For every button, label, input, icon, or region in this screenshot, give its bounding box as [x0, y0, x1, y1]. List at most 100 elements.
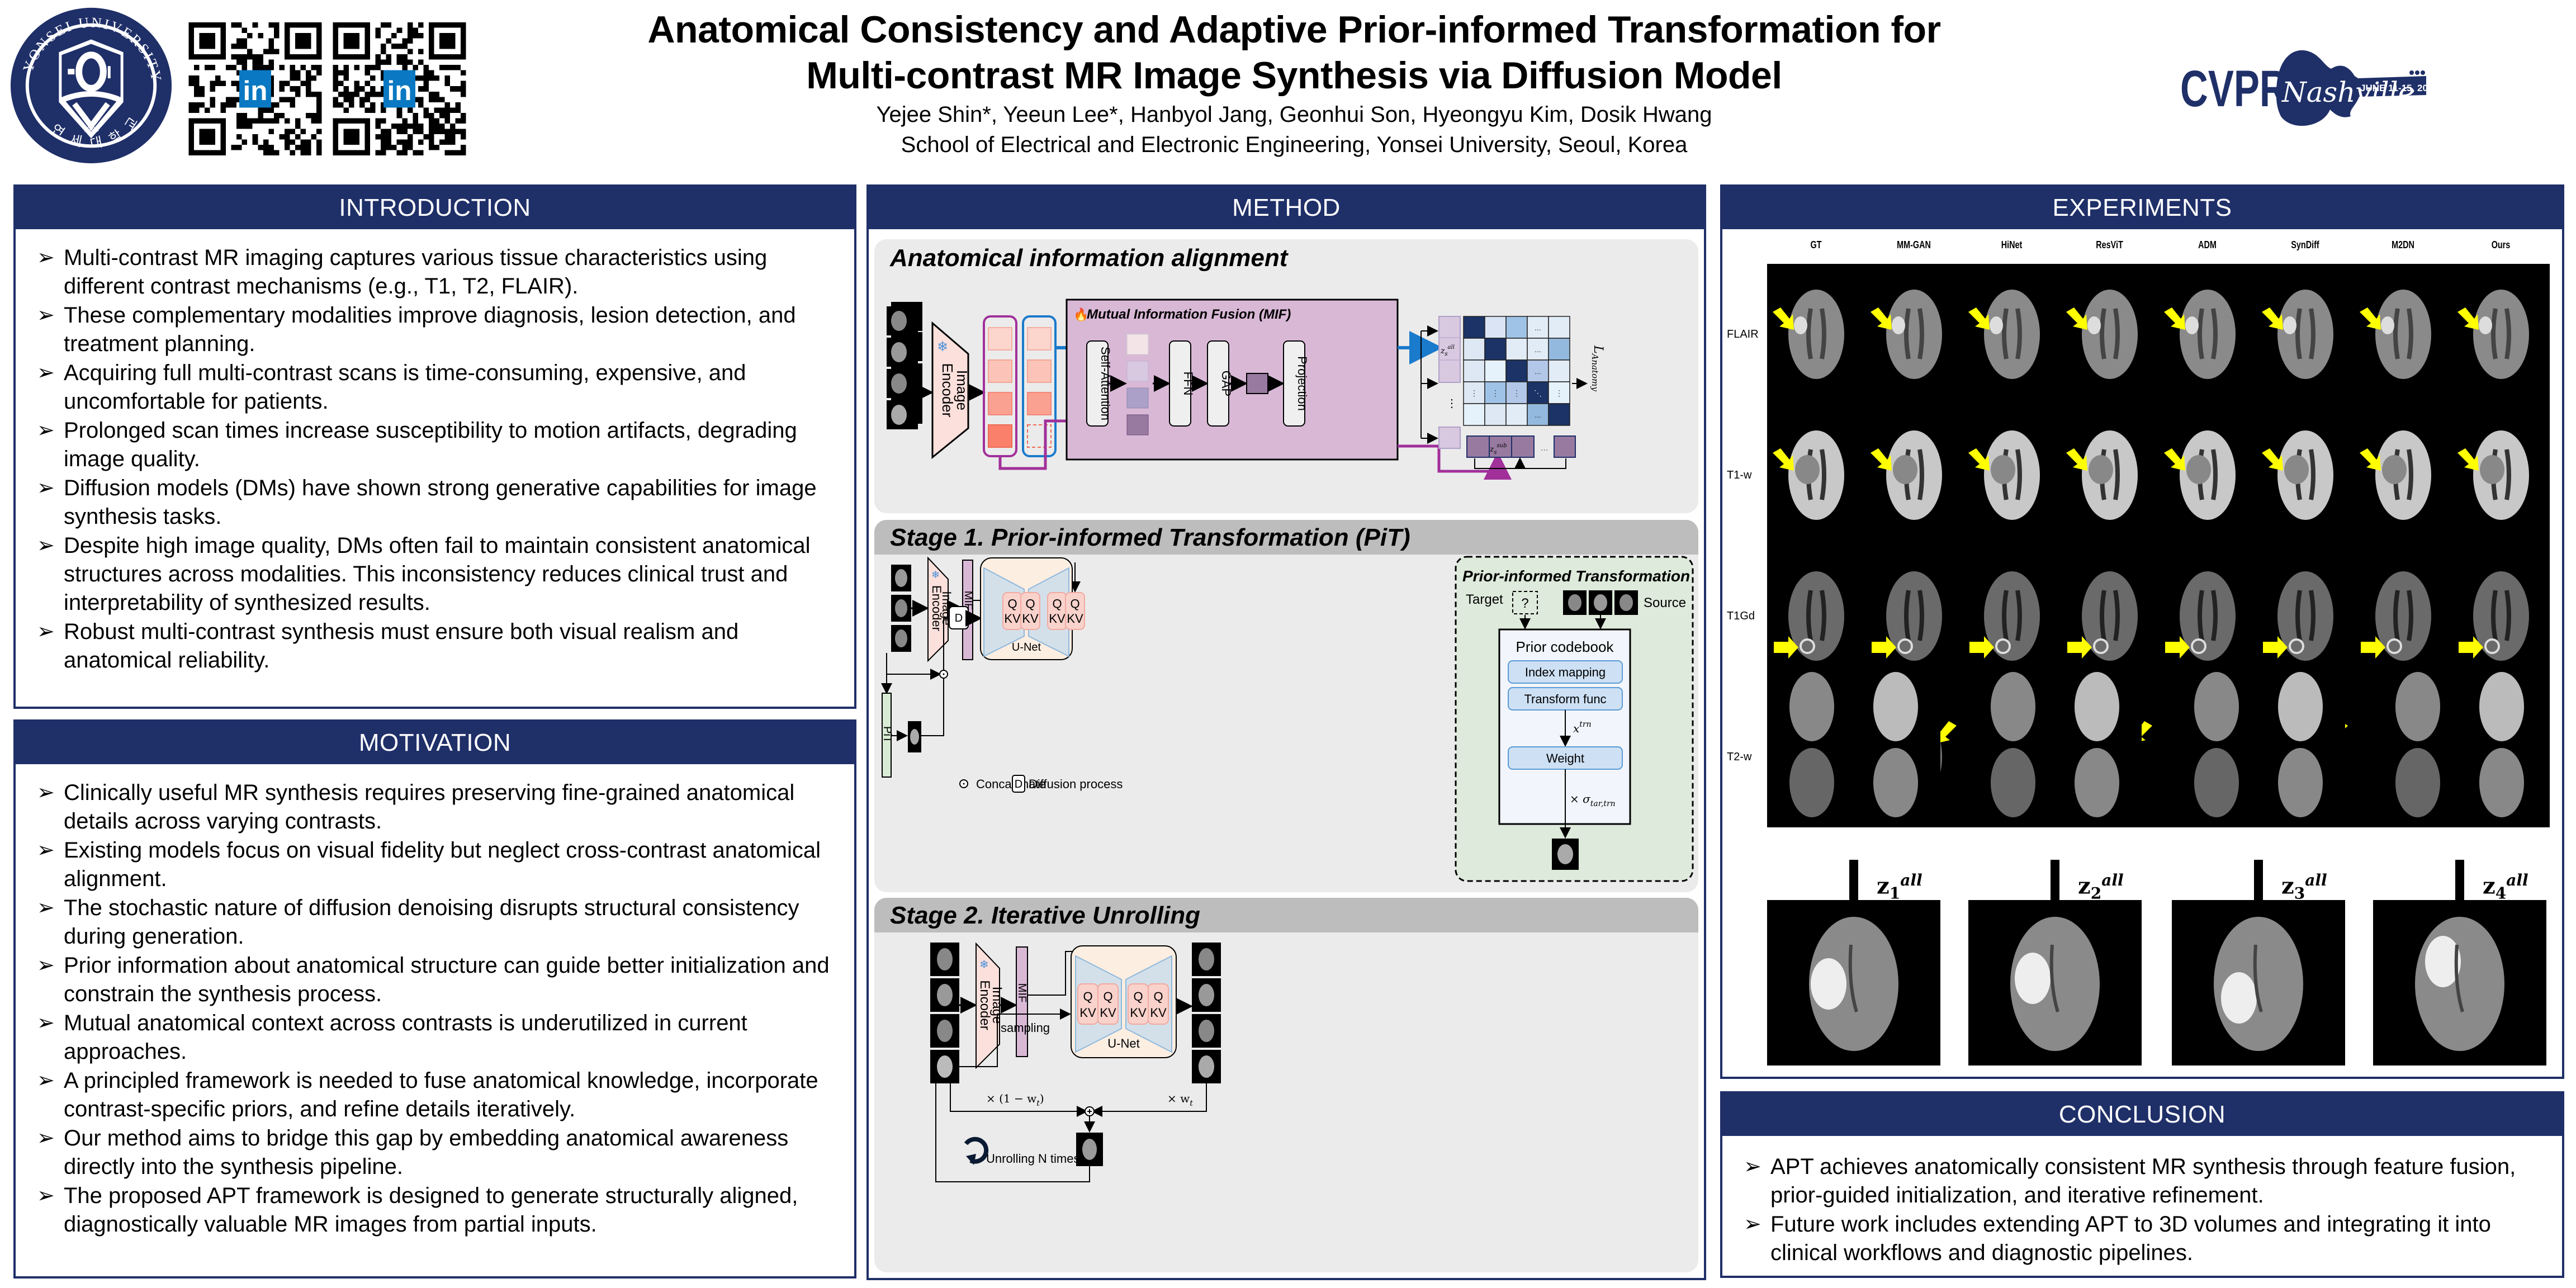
linkedin-qr-code-1[interactable]: in: [187, 22, 324, 155]
brain-mri-image: [2158, 264, 2256, 405]
similarity-cell: [1463, 381, 1485, 404]
qkv-label: KV: [1022, 612, 1039, 626]
input-contrast-set: [1968, 662, 2142, 827]
bullet-item: ➢Acquiring full multi-contrast scans is …: [35, 359, 835, 416]
lesion-arrow-icon: [1773, 307, 1794, 330]
stage1-unet-label: U-Net: [1012, 641, 1041, 654]
similarity-cell: [1527, 403, 1549, 426]
bullet-arrow-icon: ➢: [37, 1184, 55, 1208]
poster-title-line-2: Multi-contrast MR Image Synthesis via Di…: [806, 54, 1782, 97]
bullet-arrow-icon: ➢: [37, 839, 55, 862]
similarity-cell: [1505, 316, 1528, 339]
stage2-output-images: [1192, 943, 1221, 1083]
qkv-label: Q: [1133, 989, 1143, 1003]
bullet-item: ➢Diffusion models (DMs) have shown stron…: [35, 474, 835, 531]
qkv-label: KV: [1100, 1006, 1116, 1020]
latent-z-label: z2all: [2078, 871, 2124, 903]
lesion-arrow-icon: [2360, 448, 2381, 471]
bullet-text: Acquiring full multi-contrast scans is t…: [64, 361, 746, 414]
bullet-arrow-icon: ➢: [37, 954, 55, 977]
matrix-ellipsis: ⋮: [1555, 389, 1563, 397]
bullet-text: Multi-contrast MR imaging captures vario…: [64, 245, 768, 299]
synthesized-flair-output: [1968, 900, 2142, 1066]
lesion-arrow-icon: [2067, 636, 2092, 659]
brain-mri-image: [2158, 405, 2256, 546]
synthesized-flair-output: [1767, 900, 1940, 1066]
similarity-cell: [1505, 381, 1528, 404]
method-heading: METHOD: [869, 187, 1704, 229]
lesion-arrow-icon: [2457, 307, 2479, 330]
image-encoder-label-1: Image: [954, 370, 970, 410]
conclusion-heading: CONCLUSION: [1722, 1093, 2562, 1136]
brain-mri-image: [1963, 546, 2061, 686]
flame-trainable-icon: 🔥: [1073, 307, 1088, 321]
introduction-bullets: ➢ Multi-contrast MR imaging captures vari…: [16, 229, 854, 675]
qkv-label: Q: [1025, 597, 1035, 611]
method-column-header: M2DN: [2392, 239, 2414, 250]
input-contrast-set: [1767, 662, 1940, 827]
qkv-label: KV: [1004, 612, 1021, 626]
cvpr-wordmark: CVPR: [2180, 60, 2288, 117]
lesion-arrow-icon: [1871, 307, 1892, 330]
matrix-ellipsis: ⋮: [1513, 389, 1521, 397]
similarity-cell: [1463, 316, 1485, 339]
cross-attention-block: [1065, 592, 1085, 630]
yonsei-university-logo: 1885 YONSEI UNIVERSITY 연세대학교: [10, 7, 172, 164]
bullet-arrow-icon: ➢: [37, 896, 55, 920]
unrolling-label: Unrolling N times: [986, 1152, 1080, 1166]
similarity-cell: [1548, 381, 1570, 404]
lesion-arrow-icon: [1935, 721, 1957, 744]
brain-mri-image: [2061, 405, 2158, 546]
brain-mri-image: [1865, 264, 1963, 405]
linkedin-icon: in: [387, 75, 412, 106]
lesion-arrow-icon: [2361, 636, 2385, 659]
stage1-section: Stage 1. Prior-informed Transformation (…: [874, 520, 1698, 892]
qkv-label: KV: [1150, 1006, 1167, 1020]
bullet-item: ➢ Prior information about anatomical stru…: [35, 951, 835, 1008]
bullet-item: ➢These complementary modalities improve …: [35, 301, 835, 358]
contrast-row-label: FLAIR: [1727, 328, 1759, 340]
brain-mri-image: [2256, 546, 2354, 686]
bullet-item: ➢Mutual anatomical context across contra…: [35, 1009, 835, 1066]
bullet-item: ➢The proposed APT framework is designed …: [35, 1182, 835, 1239]
brain-mri-image: [2158, 546, 2256, 686]
method-column-header: GT: [1810, 239, 1822, 250]
bullet-arrow-icon: ➢: [1744, 1213, 1761, 1236]
prior-codebook-label: Prior codebook: [1516, 638, 1614, 655]
bullet-text: Prolonged scan times increase susceptibi…: [64, 418, 797, 471]
cross-attention-block: [1097, 983, 1119, 1025]
anatomical-alignment-diagram: Anatomical information alignment ❄ Image…: [887, 244, 1605, 480]
brain-mri-image: [2354, 405, 2452, 546]
mif-title: Mutual Information Fusion (MIF): [1087, 307, 1291, 322]
latent-z-label: z4all: [2483, 871, 2528, 903]
brain-mri-image: [2452, 405, 2550, 546]
bullet-arrow-icon: ➢: [37, 620, 55, 643]
lesion-arrow-icon: [1871, 448, 1892, 471]
method-column-header: SynDiff: [2291, 239, 2319, 250]
weight-wt: × wt: [1167, 1092, 1193, 1108]
affiliation: School of Electrical and Electronic Engi…: [901, 132, 1688, 157]
brain-mri-image: [1865, 405, 1963, 546]
bullet-text: Prior information about anatomical struc…: [64, 953, 830, 1006]
similarity-matrix: .........⋮⋮⋮⋱⋮...: [1463, 316, 1570, 426]
snowflake-frozen-icon: ❄: [979, 959, 989, 971]
lesion-arrow-icon: [2165, 636, 2190, 659]
stage2-unet-label: U-Net: [1107, 1036, 1139, 1050]
legend-diffusion-process: Diffusion process: [1029, 777, 1123, 791]
synthesized-flair-output: [2172, 900, 2345, 1066]
bullet-arrow-icon: ➢: [37, 781, 55, 804]
snowflake-frozen-icon: ❄: [937, 339, 948, 354]
matrix-ellipsis: ...: [1535, 410, 1541, 419]
feature-column-all: [1022, 315, 1057, 457]
bullet-text: The stochastic nature of diffusion denoi…: [64, 896, 799, 949]
target-unknown: ?: [1521, 596, 1528, 611]
linkedin-qr-code-2[interactable]: in: [331, 22, 468, 155]
stage2-section: Stage 2. Iterative Unrolling ❄ Image Enc…: [874, 898, 1698, 1272]
sampling-label: sampling: [1001, 1021, 1050, 1035]
similarity-cell: [1548, 338, 1570, 361]
bullet-text: Existing models focus on visual fidelity…: [64, 838, 821, 891]
bullet-text: Our method aims to bridge this gap by em…: [64, 1126, 789, 1179]
lesion-arrow-icon: [1774, 636, 1798, 659]
pit-box-title: Prior-informed Transformation: [1462, 567, 1690, 585]
